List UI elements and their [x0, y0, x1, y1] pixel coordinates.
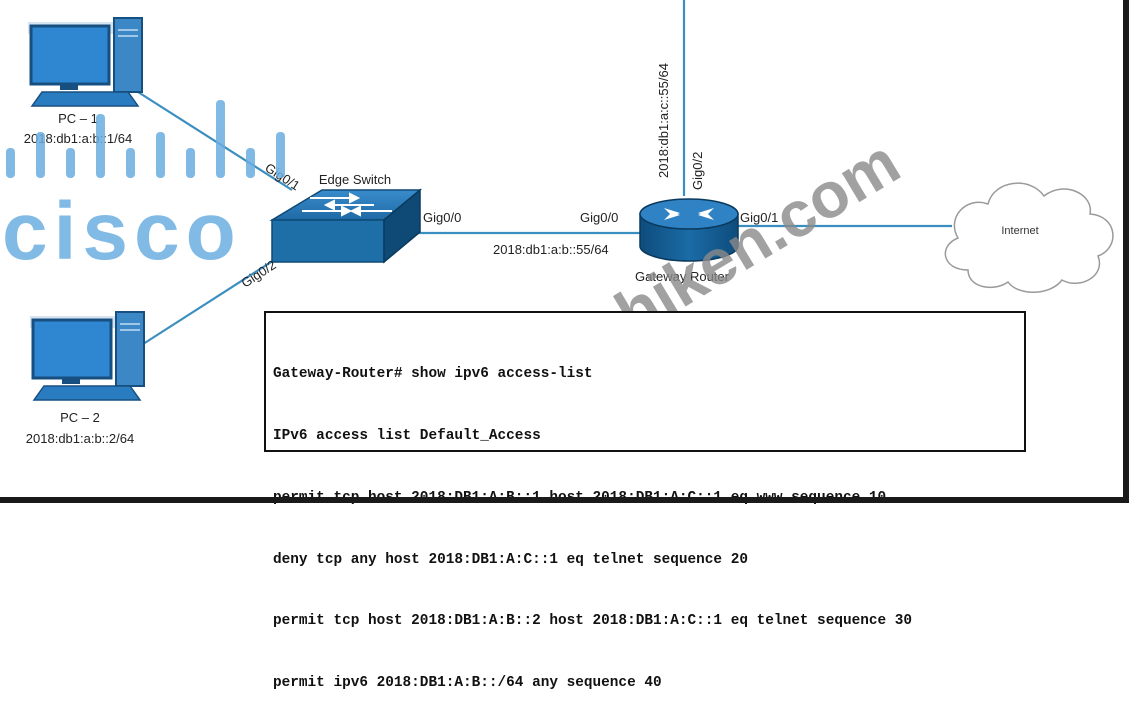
- switch-port-gig0-0: Gig0/0: [423, 210, 461, 225]
- router-icon: [639, 198, 739, 262]
- cli-line: permit tcp host 2018:DB1:A:B::1 host 201…: [273, 489, 887, 506]
- switch-name: Edge Switch: [319, 172, 391, 187]
- cisco-logo-watermark: [6, 100, 285, 178]
- router-name: Gateway Router: [635, 269, 730, 284]
- access-list-output: Gateway-Router# show ipv6 access-list IP…: [264, 311, 1026, 691]
- switch-icon: [269, 188, 423, 264]
- cisco-logo-text: cisco: [2, 186, 242, 277]
- cli-line: deny tcp any host 2018:DB1:A:C::1 eq tel…: [273, 551, 748, 568]
- links: [137, 0, 952, 347]
- link-pc2-switch: [139, 245, 297, 347]
- switch-port-gig0-2: Gig0/2: [238, 257, 278, 290]
- link-pc1-switch: [137, 91, 293, 191]
- cli-line: permit tcp host 2018:DB1:A:B::2 host 201…: [273, 613, 913, 630]
- router-port-gig0-0: Gig0/0: [580, 210, 618, 225]
- router-lan-address: 2018:db1:a:b::55/64: [493, 242, 609, 257]
- pc2-name: PC – 2: [60, 410, 100, 425]
- internet-cloud-icon: [944, 182, 1114, 293]
- pc1-icon: [28, 17, 143, 107]
- cli-line: Gateway-Router# show ipv6 access-list: [273, 366, 593, 383]
- pc2-icon: [30, 311, 145, 401]
- router-port-gig0-2: Gig0/2: [690, 152, 705, 190]
- pc2-address: 2018:db1:a:b::2/64: [26, 431, 134, 446]
- cli-line: permit ipv6 2018:DB1:A:B::/64 any sequen…: [273, 675, 662, 692]
- pc1-address: 2018:db1:a:b::1/64: [24, 131, 132, 146]
- internet-name: Internet: [1001, 225, 1038, 237]
- router-port-gig0-1: Gig0/1: [740, 210, 778, 225]
- pc1-name: PC – 1: [58, 111, 98, 126]
- router-top-address: 2018:db1:a:c::55/64: [656, 63, 671, 178]
- cli-line: IPv6 access list Default_Access: [273, 427, 541, 444]
